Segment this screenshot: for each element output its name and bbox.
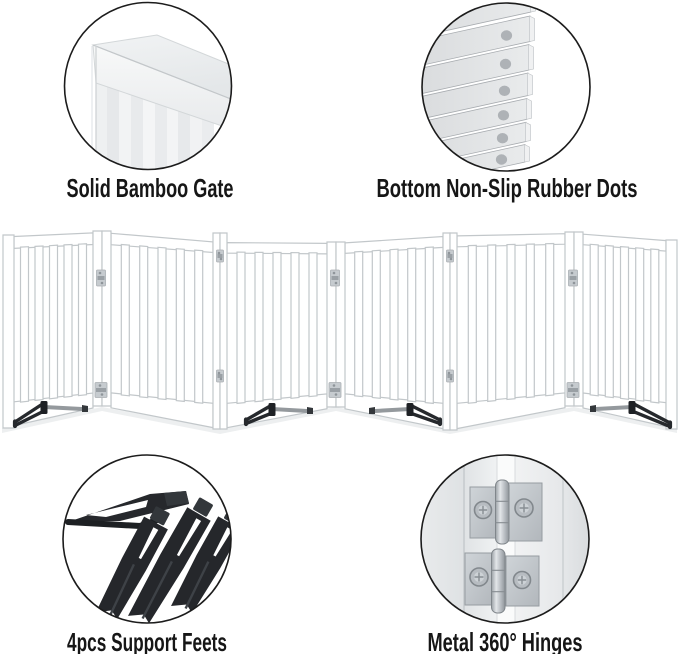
svg-text:4pcs Support Feets: 4pcs Support Feets — [67, 627, 227, 654]
svg-text:Metal 360° Hinges: Metal 360° Hinges — [428, 627, 583, 654]
svg-text:Bottom Non-Slip Rubber Dots: Bottom Non-Slip Rubber Dots — [377, 173, 638, 203]
svg-text:Solid Bamboo Gate: Solid Bamboo Gate — [67, 173, 234, 203]
